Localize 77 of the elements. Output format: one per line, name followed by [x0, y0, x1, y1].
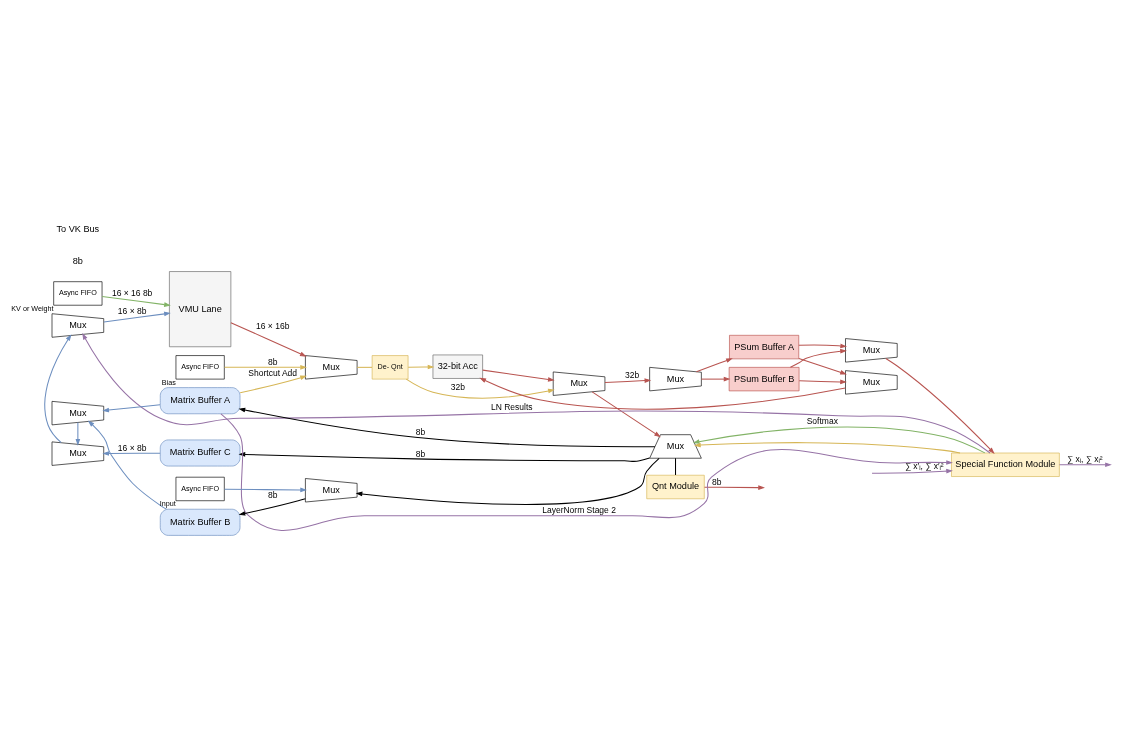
- edge-label: 8b: [267, 356, 278, 367]
- arrow: [591, 391, 661, 438]
- edge-label: 16 × 16 8b: [111, 288, 153, 299]
- edge-label: 16 × 8b: [117, 305, 147, 316]
- node-box: Mux: [305, 478, 358, 503]
- node-box: PSum Buffer A: [729, 335, 800, 360]
- node-label: KV or Weight: [11, 303, 54, 313]
- edge-label: 8b: [415, 426, 426, 437]
- node-box: VMU Lane: [169, 271, 232, 348]
- node-box: Async FIFO: [175, 355, 225, 380]
- arrow: [798, 343, 848, 349]
- edge-label: LN Results: [490, 402, 533, 413]
- arrow: [230, 322, 307, 357]
- arrow: [224, 487, 307, 493]
- node-box: Matrix Buffer A: [159, 387, 241, 415]
- edge-label: 32b: [624, 370, 640, 381]
- edge-label: LayerNorm Stage 2: [542, 505, 616, 516]
- arrow: [102, 451, 161, 456]
- arrow: [695, 358, 733, 373]
- edge-label: 8b: [711, 476, 722, 487]
- node-label: Input: [159, 499, 176, 509]
- arrow: [103, 311, 171, 323]
- arrow: [239, 375, 307, 394]
- edge-label: ∑ x′ᵢ, ∑ x′ᵢ²: [904, 460, 944, 471]
- node-box: Special Function Module: [951, 452, 1060, 477]
- node-box: Mux: [552, 371, 606, 396]
- node-box: PSum Buffer B: [728, 367, 800, 392]
- arrow: [44, 334, 72, 444]
- edge-label: 16 × 16b: [256, 321, 290, 332]
- node-box: Qnt Module: [646, 474, 705, 500]
- arrow: [692, 426, 986, 454]
- arrow: [238, 452, 651, 462]
- node-box: Mux: [845, 338, 898, 363]
- arrow: [885, 357, 995, 454]
- edge-label: 8b: [267, 490, 278, 501]
- arrow: [102, 404, 161, 413]
- arrow: [238, 498, 306, 516]
- arrow: [355, 457, 660, 505]
- arrow: [1058, 462, 1112, 468]
- connector: [356, 366, 373, 368]
- node-box: 32-bit Acc: [432, 354, 483, 379]
- arrow: [405, 378, 555, 399]
- arrow: [798, 357, 847, 375]
- arrow: [482, 369, 555, 382]
- arrow: [604, 378, 652, 383]
- edge-label: Softmax: [806, 416, 838, 427]
- node-box: Mux: [649, 367, 702, 392]
- arrow: [101, 296, 171, 307]
- arrow: [75, 422, 81, 446]
- arrow: [238, 407, 656, 448]
- node-box: Mux: [305, 355, 358, 380]
- node-box: Mux: [845, 370, 898, 395]
- arrow: [479, 377, 846, 410]
- arrow: [87, 420, 167, 510]
- edge-label: 8b: [415, 448, 426, 459]
- arrow: [789, 348, 847, 368]
- edge-label: 32b: [450, 381, 465, 392]
- arrow: [694, 442, 961, 454]
- node-box: Matrix Buffer C: [159, 439, 241, 467]
- connector: [675, 457, 677, 476]
- node-label: Bias: [161, 377, 176, 387]
- edge-label: ∑ xᵢ, ∑ xᵢ²: [1067, 454, 1103, 465]
- arrow: [798, 379, 847, 385]
- label: 8b: [72, 255, 83, 266]
- node-box: Async FIFO: [175, 476, 225, 502]
- label: To VK Bus: [56, 223, 100, 234]
- edge-label: Shortcut Add: [248, 368, 298, 379]
- node-box: Matrix Buffer B: [159, 508, 241, 536]
- node-box: Async FIFO: [53, 281, 103, 306]
- edge-label: 16 × 8b: [117, 442, 147, 453]
- arrow: [220, 413, 953, 531]
- arrow: [224, 365, 307, 370]
- arrow: [871, 468, 953, 474]
- arrow: [407, 364, 435, 370]
- node-box: De- Qnt: [371, 355, 409, 380]
- arrow: [704, 485, 765, 490]
- arrow: [700, 376, 731, 382]
